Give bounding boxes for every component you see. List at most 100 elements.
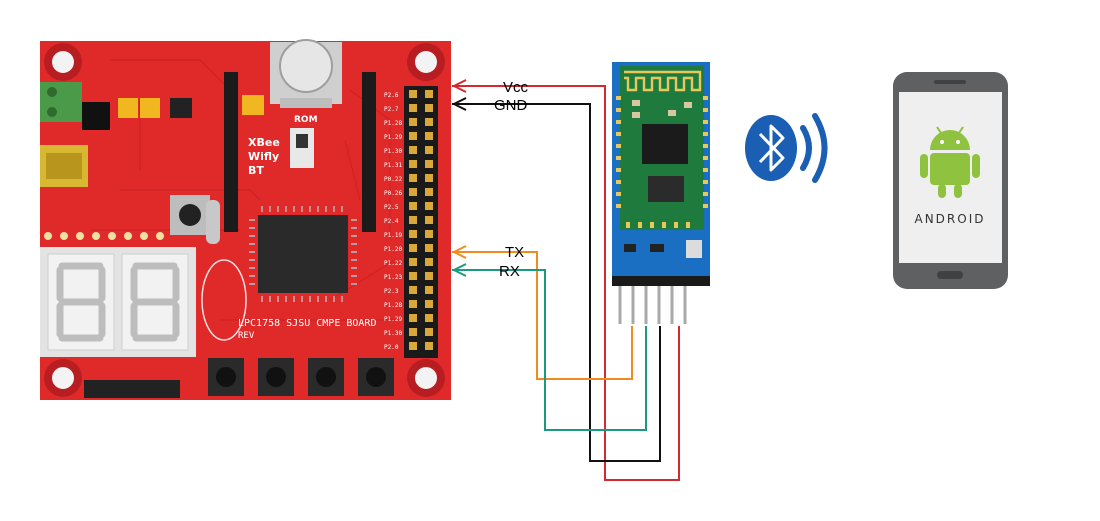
pin-label: P1.22 bbox=[384, 260, 402, 267]
silk-rev: REV bbox=[238, 331, 255, 341]
usb-connector bbox=[40, 145, 88, 187]
tantalum-capacitor bbox=[242, 95, 264, 115]
header-pin bbox=[409, 272, 417, 280]
pin-label: P2.0 bbox=[384, 344, 399, 351]
header-pin bbox=[425, 202, 433, 210]
header-pin bbox=[425, 244, 433, 252]
pin-label: P2.4 bbox=[384, 218, 399, 225]
header-pin bbox=[409, 188, 417, 196]
pin-label: P2.7 bbox=[384, 106, 399, 113]
header-pin bbox=[409, 328, 417, 336]
header-pin bbox=[409, 132, 417, 140]
header-pin bbox=[425, 286, 433, 294]
header-pin bbox=[409, 258, 417, 266]
header-pin bbox=[409, 118, 417, 126]
header-pin bbox=[425, 272, 433, 280]
header-pin bbox=[409, 286, 417, 294]
header-pin bbox=[409, 216, 417, 224]
header-pin bbox=[425, 160, 433, 168]
header-pin bbox=[409, 300, 417, 308]
pin-label: P1.30 bbox=[384, 330, 402, 337]
pin-label: P2.5 bbox=[384, 204, 399, 211]
pin-label: P0.26 bbox=[384, 190, 402, 197]
wires bbox=[451, 79, 680, 481]
vcc-wire bbox=[452, 85, 680, 481]
rx-wire bbox=[452, 269, 647, 431]
pin-label: P1.20 bbox=[384, 246, 402, 253]
header-pin bbox=[425, 146, 433, 154]
gnd-arrow bbox=[451, 97, 467, 111]
header-pin bbox=[409, 230, 417, 238]
header-pin bbox=[425, 300, 433, 308]
bluetooth-icon bbox=[745, 113, 828, 183]
module-header-housing bbox=[612, 276, 710, 286]
silk-bt: BT bbox=[248, 164, 264, 177]
gnd-label: GND bbox=[494, 97, 528, 114]
header-pin bbox=[425, 174, 433, 182]
android-wordmark: ANDROID bbox=[915, 212, 986, 226]
rx-label: RX bbox=[499, 263, 520, 280]
pin-label: P1.29 bbox=[384, 316, 402, 323]
android-robot-icon bbox=[920, 126, 980, 198]
silk-board-name: LPC1758 SJSU CMPE BOARD bbox=[238, 318, 376, 329]
edge-pads bbox=[616, 96, 708, 228]
pin-label: P1.31 bbox=[384, 162, 402, 169]
header-pin bbox=[425, 314, 433, 322]
bluetooth-module bbox=[612, 62, 710, 324]
silk-wifly: Wifly bbox=[248, 150, 279, 163]
module-pins bbox=[618, 286, 687, 324]
xbee-header-right bbox=[362, 72, 376, 232]
oval-outline bbox=[201, 259, 247, 341]
pin-label: P1.28 bbox=[384, 302, 402, 309]
tx-arrow bbox=[451, 245, 467, 259]
chip-pins bbox=[249, 206, 357, 302]
pin-label: P1.28 bbox=[384, 120, 402, 127]
header-pin bbox=[425, 90, 433, 98]
bt-chip bbox=[642, 124, 688, 164]
power-terminal-block bbox=[40, 82, 110, 130]
pin-label: P2.6 bbox=[384, 92, 399, 99]
header-pin bbox=[425, 118, 433, 126]
header-pin bbox=[409, 342, 417, 350]
test-point-row bbox=[44, 232, 164, 240]
tx-label: TX bbox=[505, 244, 524, 261]
pin-label: P2.3 bbox=[384, 288, 399, 295]
tx-wire bbox=[452, 251, 633, 380]
lpc1758-chip bbox=[249, 206, 357, 302]
tantalum-capacitor bbox=[118, 98, 138, 118]
header-pin bbox=[409, 90, 417, 98]
regulator-chip bbox=[170, 98, 192, 118]
coin-cell-holder bbox=[270, 39, 342, 108]
vcc-label: Vcc bbox=[503, 79, 529, 96]
header-pin bbox=[425, 104, 433, 112]
pcb-antenna bbox=[624, 70, 702, 92]
bottom-header bbox=[84, 380, 180, 398]
header-pin bbox=[425, 328, 433, 336]
header-pin bbox=[409, 314, 417, 322]
pin-label: P1.23 bbox=[384, 274, 402, 281]
push-buttons bbox=[208, 358, 394, 396]
slide-switch bbox=[290, 128, 314, 168]
silk-xbee: XBee bbox=[248, 136, 280, 149]
header-pin bbox=[425, 342, 433, 350]
pin-label: P0.22 bbox=[384, 176, 402, 183]
gnd-wire bbox=[452, 103, 661, 462]
silk-rom: ROM bbox=[294, 115, 318, 125]
header-pin bbox=[409, 244, 417, 252]
pin-label: P1.29 bbox=[384, 134, 402, 141]
header-pin bbox=[425, 258, 433, 266]
seven-segment-display bbox=[40, 247, 196, 357]
vcc-arrow bbox=[451, 79, 467, 93]
phone-home-button bbox=[937, 271, 963, 279]
module-button bbox=[686, 240, 702, 258]
header-pin bbox=[425, 188, 433, 196]
header-pin bbox=[409, 174, 417, 182]
flash-chip bbox=[648, 176, 684, 202]
xbee-header-left bbox=[224, 72, 238, 232]
android-phone: ANDROID bbox=[893, 72, 1008, 289]
header-pin bbox=[409, 104, 417, 112]
pin-label: P1.30 bbox=[384, 148, 402, 155]
mounting-holes bbox=[44, 43, 445, 397]
header-pin bbox=[425, 216, 433, 224]
